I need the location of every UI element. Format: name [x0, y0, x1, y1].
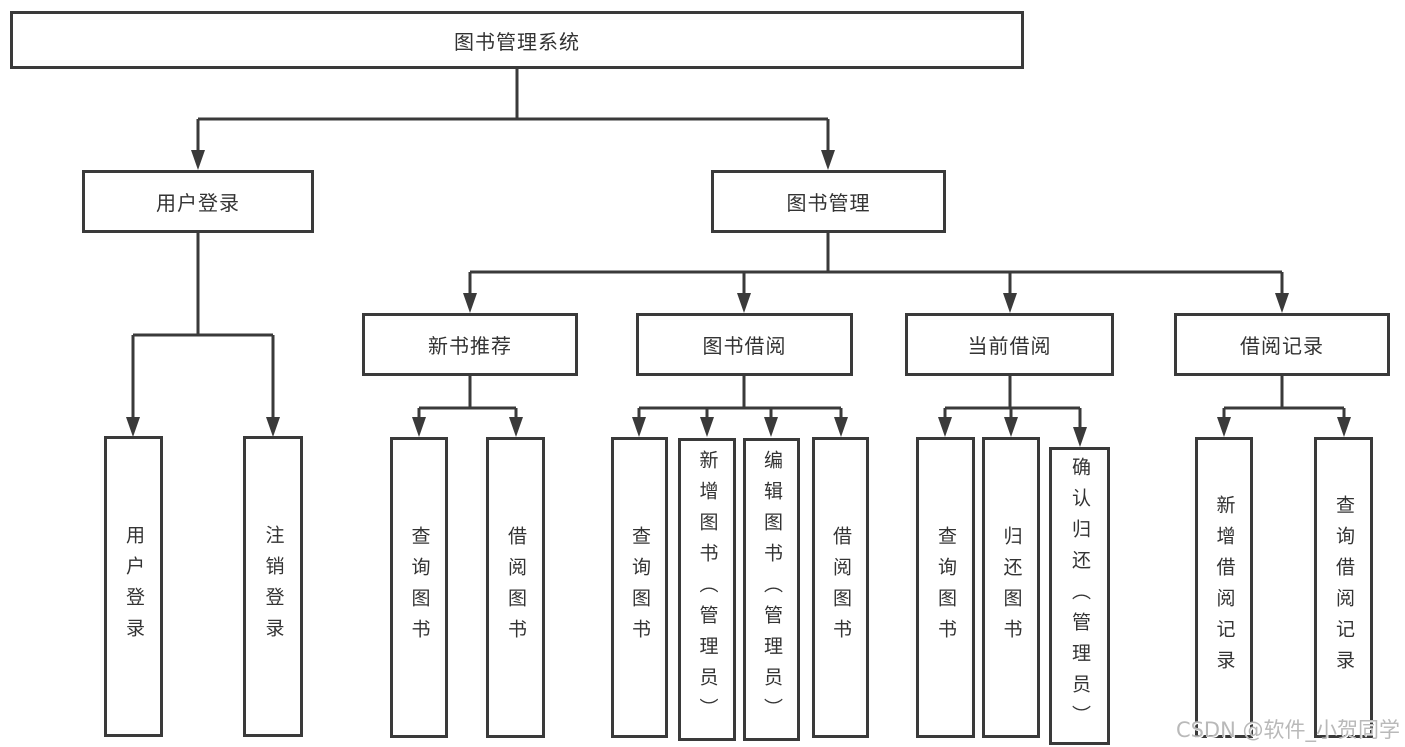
- arrowhead: [821, 150, 835, 170]
- node-label: 借阅记录: [1240, 334, 1324, 358]
- node-label: 新增借阅记录: [1213, 494, 1236, 681]
- leaf-edit-books-admin: 编辑图书（管理员）: [743, 438, 800, 741]
- arrowhead: [266, 417, 280, 437]
- leaf-add-books-admin: 新增图书（管理员）: [678, 438, 736, 741]
- arrowhead: [1217, 417, 1231, 437]
- node-label: 归还图书: [1000, 525, 1023, 650]
- node-label: 当前借阅: [967, 334, 1052, 358]
- node-label: 查询图书: [629, 525, 651, 650]
- arrowhead: [412, 417, 426, 437]
- arrowhead: [834, 417, 848, 437]
- node-root-label: 图书管理系统: [454, 29, 580, 54]
- node-label: 新增图书（管理员）: [696, 450, 719, 729]
- node-label: 编辑图书（管理员）: [761, 450, 783, 729]
- arrowhead: [1073, 427, 1087, 447]
- node-current-borrowing: 当前借阅: [905, 313, 1114, 376]
- arrowhead: [509, 417, 523, 437]
- node-label: 查询图书: [935, 525, 957, 650]
- leaf-borrow-books-2: 借阅图书: [812, 437, 869, 738]
- leaf-query-books-2: 查询图书: [611, 437, 668, 738]
- arrowhead: [126, 417, 140, 437]
- node-label: 用户登录: [156, 191, 240, 215]
- node-label: 查询借阅记录: [1333, 494, 1355, 681]
- node-label: 借阅图书: [505, 525, 527, 650]
- arrowhead: [1275, 293, 1289, 313]
- node-book-borrowing: 图书借阅: [636, 313, 853, 376]
- leaf-query-books-1: 查询图书: [390, 437, 448, 738]
- arrowhead: [938, 417, 952, 437]
- node-label: 图书借阅: [702, 334, 787, 358]
- arrowhead: [1337, 417, 1351, 437]
- node-label: 用户登录: [123, 524, 145, 649]
- node-borrowing-records: 借阅记录: [1174, 313, 1390, 376]
- arrowhead: [1003, 293, 1017, 313]
- node-label: 借阅图书: [830, 525, 852, 650]
- leaf-add-borrow-record: 新增借阅记录: [1195, 437, 1253, 738]
- arrowhead: [737, 293, 751, 313]
- arrowhead: [463, 293, 477, 313]
- node-label: 注销登录: [262, 524, 285, 649]
- leaf-confirm-return-admin: 确认归还（管理员）: [1049, 447, 1110, 745]
- leaf-borrow-books-1: 借阅图书: [486, 437, 545, 738]
- csdn-watermark: CSDN @软件_小贺同学: [1175, 718, 1400, 742]
- arrowhead: [764, 417, 778, 437]
- leaf-query-borrow-record: 查询借阅记录: [1314, 437, 1373, 738]
- node-user-login: 用户登录: [82, 170, 314, 233]
- node-new-book-recommendation: 新书推荐: [362, 313, 578, 376]
- node-label: 查询图书: [408, 525, 431, 650]
- arrowhead: [700, 417, 714, 437]
- node-label: 新书推荐: [428, 334, 512, 358]
- node-book-management: 图书管理: [711, 170, 946, 233]
- arrowhead: [1004, 417, 1018, 437]
- node-label: 确认归还（管理员）: [1069, 456, 1091, 736]
- arrowhead: [191, 150, 205, 170]
- leaf-return-books: 归还图书: [982, 437, 1040, 738]
- arrowhead: [632, 417, 646, 437]
- node-label: 图书管理: [786, 191, 871, 215]
- node-root: 图书管理系统: [10, 11, 1024, 69]
- leaf-query-books-3: 查询图书: [916, 437, 975, 738]
- leaf-logout: 注销登录: [243, 436, 303, 737]
- leaf-user-login: 用户登录: [104, 436, 163, 737]
